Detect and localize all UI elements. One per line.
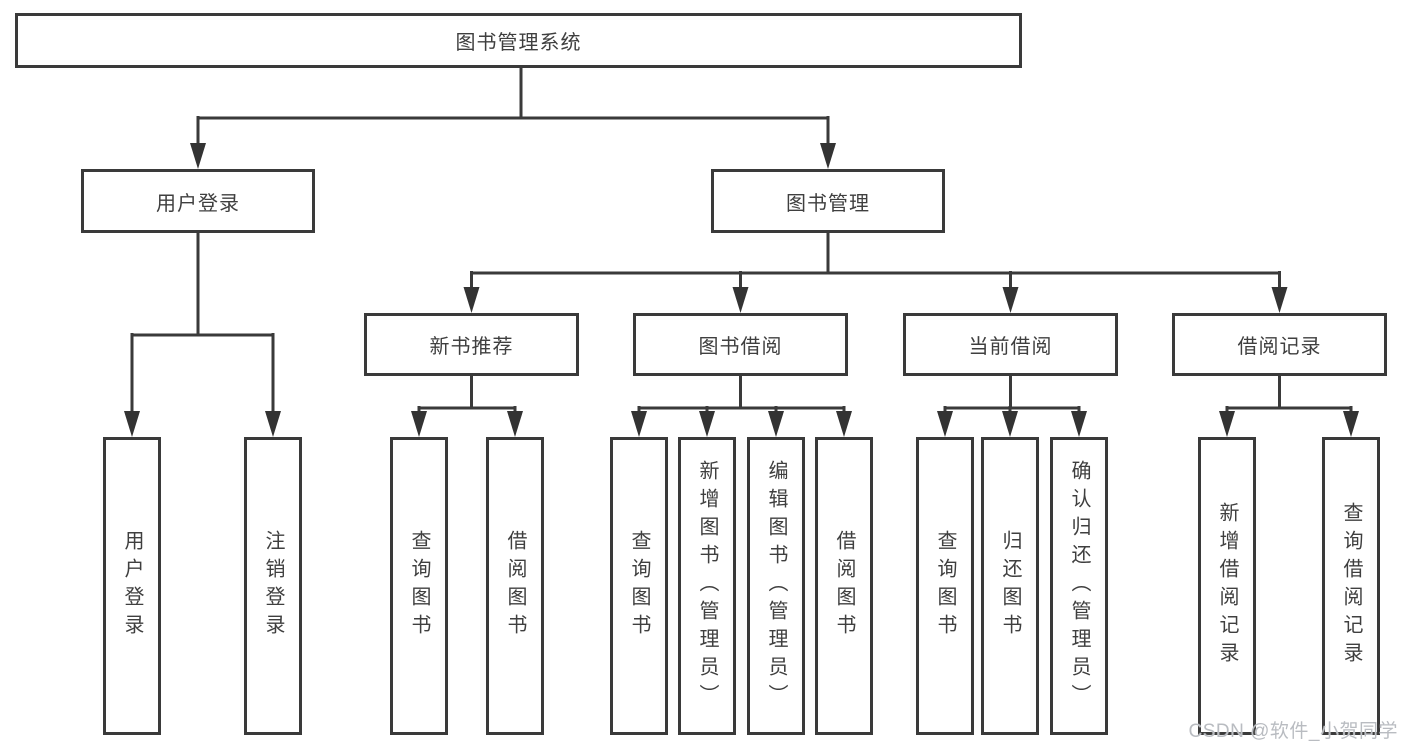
connector-book-management-to-level3: [470, 231, 1281, 290]
node-current-borrowing-label: 当前借阅: [968, 336, 1053, 358]
leaf-nbr-borrow-books-label: 借阅图书: [504, 530, 526, 642]
leaf-cb-query-books-label: 查询图书: [934, 530, 956, 642]
node-root-label: 图书管理系统: [455, 32, 582, 54]
connector-book-borrowing-to-leaves: [637, 374, 846, 414]
node-borrowing-records-label: 借阅记录: [1237, 336, 1322, 358]
leaf-bb-query-books: 查询图书: [610, 437, 668, 735]
leaf-nbr-borrow-books: 借阅图书: [486, 437, 544, 735]
leaf-cb-return-books: 归还图书: [981, 437, 1039, 735]
leaf-br-add-record-label: 新增借阅记录: [1216, 502, 1238, 670]
leaf-bb-borrow-books: 借阅图书: [815, 437, 873, 735]
node-book-borrowing: 图书借阅: [633, 313, 848, 376]
leaf-br-query-record: 查询借阅记录: [1322, 437, 1380, 735]
connector-user-login-to-leaves: [130, 231, 275, 414]
node-book-management: 图书管理: [711, 169, 945, 233]
leaf-bb-add-books-admin-label: 新增图书（管理员）: [696, 460, 718, 712]
leaf-bb-edit-books-admin: 编辑图书（管理员）: [747, 437, 805, 735]
leaf-user-login-label: 用户登录: [121, 530, 143, 642]
csdn-watermark: CSDN @软件_小贺同学: [1188, 721, 1398, 742]
node-book-management-label: 图书管理: [786, 192, 870, 215]
connector-root-to-level2: [196, 66, 830, 147]
leaf-cb-return-books-label: 归还图书: [999, 530, 1021, 642]
node-root: 图书管理系统: [15, 13, 1022, 68]
leaf-cb-confirm-return-admin: 确认归还（管理员）: [1050, 437, 1108, 735]
leaf-nbr-query-books-label: 查询图书: [408, 530, 430, 642]
leaf-bb-query-books-label: 查询图书: [628, 530, 650, 642]
connector-borrowing-records-to-leaves: [1225, 374, 1353, 414]
leaf-user-login: 用户登录: [103, 437, 161, 735]
leaf-br-query-record-label: 查询借阅记录: [1340, 502, 1362, 670]
leaf-nbr-query-books: 查询图书: [390, 437, 448, 735]
leaf-cb-query-books: 查询图书: [916, 437, 974, 735]
node-borrowing-records: 借阅记录: [1172, 313, 1387, 376]
node-user-login: 用户登录: [81, 169, 315, 233]
leaf-logout: 注销登录: [244, 437, 302, 735]
leaf-br-add-record: 新增借阅记录: [1198, 437, 1256, 735]
connector-new-book-recommend-to-leaves: [417, 374, 517, 414]
node-current-borrowing: 当前借阅: [903, 313, 1118, 376]
connector-current-borrowing-to-leaves: [943, 374, 1081, 414]
leaf-logout-label: 注销登录: [262, 530, 284, 642]
node-user-login-label: 用户登录: [156, 192, 240, 215]
node-new-book-recommend: 新书推荐: [364, 313, 579, 376]
node-new-book-recommend-label: 新书推荐: [429, 336, 514, 358]
leaf-cb-confirm-return-admin-label: 确认归还（管理员）: [1068, 460, 1090, 712]
leaf-bb-add-books-admin: 新增图书（管理员）: [678, 437, 736, 735]
leaf-bb-edit-books-admin-label: 编辑图书（管理员）: [765, 460, 787, 712]
arrowheads-down: [124, 143, 1359, 437]
node-book-borrowing-label: 图书借阅: [698, 336, 783, 358]
leaf-bb-borrow-books-label: 借阅图书: [833, 530, 855, 642]
